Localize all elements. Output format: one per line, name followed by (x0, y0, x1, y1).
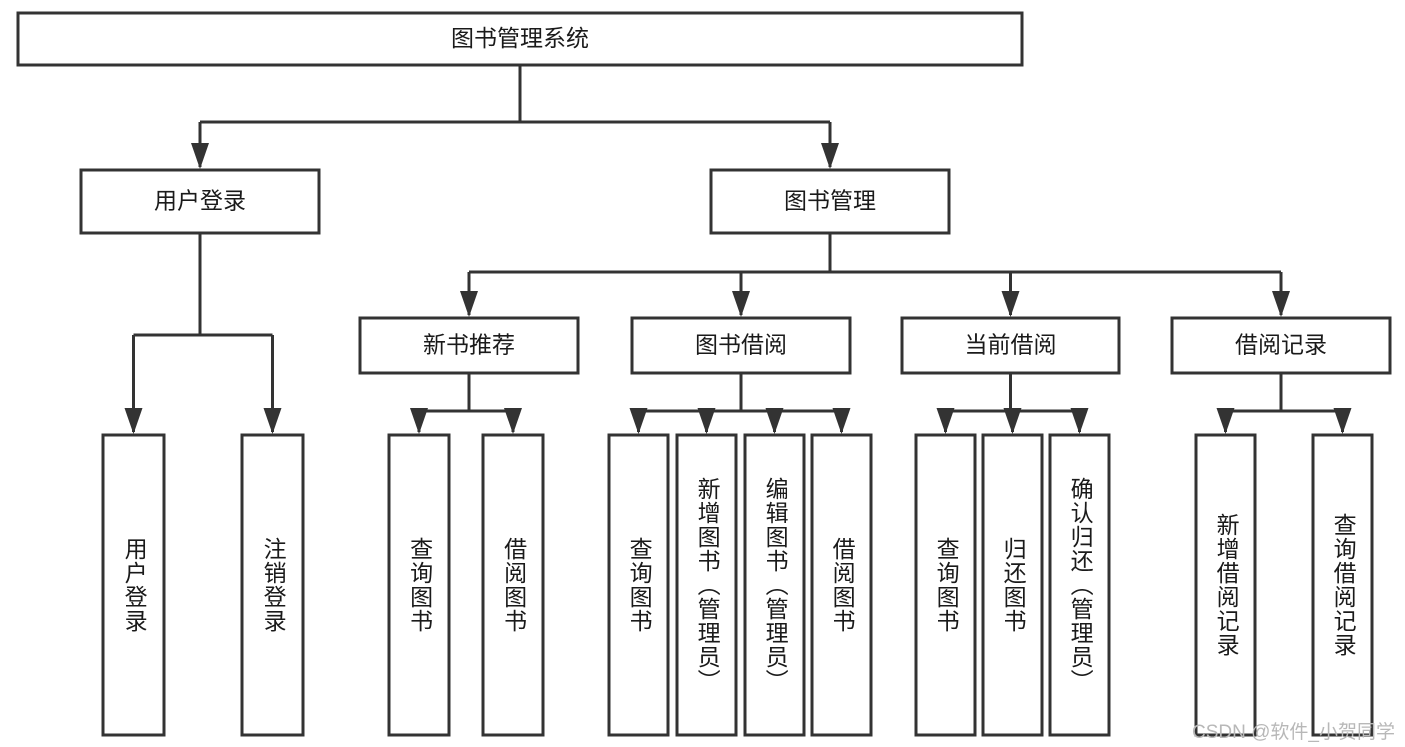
box-layer (16, 11, 1392, 737)
connector-layer (124, 65, 1352, 434)
node-root[interactable] (16, 11, 1024, 67)
csdn-watermark: CSDN @软件_小贺同学 (1192, 722, 1395, 743)
node-level2-1[interactable] (709, 168, 951, 235)
node-box-rect[interactable] (675, 433, 738, 737)
node-label-level3-0: 新书推荐 (423, 332, 515, 358)
arrow-head-icon (1272, 291, 1290, 317)
node-box-rect[interactable] (981, 433, 1044, 737)
node-box-rect[interactable] (914, 433, 977, 737)
node-box-rect[interactable] (1048, 433, 1111, 737)
arrow-head-icon (460, 291, 478, 317)
arrow-head-icon (504, 408, 522, 434)
node-leaf-8[interactable] (914, 433, 977, 737)
arrow-head-icon (263, 408, 282, 434)
arrow-head-icon (821, 143, 839, 169)
arrow-head-icon (936, 408, 955, 434)
node-box-rect[interactable] (387, 433, 451, 737)
node-level3-3[interactable] (1170, 316, 1392, 375)
node-box-rect[interactable] (810, 433, 873, 737)
node-box-rect[interactable] (1170, 316, 1392, 375)
node-leaf-0[interactable] (101, 433, 166, 737)
arrow-head-icon (732, 291, 750, 317)
node-label-level2-1: 图书管理 (784, 188, 876, 214)
node-box-rect[interactable] (1311, 433, 1374, 737)
node-box-rect[interactable] (240, 433, 305, 737)
node-level2-0[interactable] (79, 168, 321, 235)
node-leaf-11[interactable] (1194, 433, 1257, 737)
arrow-head-icon (1070, 408, 1089, 434)
node-label-level3-1: 图书借阅 (695, 332, 787, 358)
node-box-rect[interactable] (709, 168, 951, 235)
node-box-rect[interactable] (101, 433, 166, 737)
node-label-level3-3: 借阅记录 (1235, 332, 1327, 358)
node-leaf-2[interactable] (387, 433, 451, 737)
node-box-rect[interactable] (481, 433, 545, 737)
arrow-head-icon (765, 408, 784, 434)
node-leaf-10[interactable] (1048, 433, 1111, 737)
node-leaf-7[interactable] (810, 433, 873, 737)
node-leaf-6[interactable] (743, 433, 806, 737)
node-leaf-9[interactable] (981, 433, 1044, 737)
node-box-rect[interactable] (1194, 433, 1257, 737)
node-label-root: 图书管理系统 (451, 25, 589, 51)
node-level3-0[interactable] (358, 316, 580, 375)
node-box-rect[interactable] (16, 11, 1024, 67)
arrow-head-icon (124, 408, 143, 434)
node-leaf-3[interactable] (481, 433, 545, 737)
node-level3-2[interactable] (900, 316, 1121, 375)
arrow-head-icon (1333, 408, 1352, 434)
node-level3-1[interactable] (630, 316, 852, 375)
node-box-rect[interactable] (900, 316, 1121, 375)
arrow-head-icon (1003, 408, 1022, 434)
node-box-rect[interactable] (79, 168, 321, 235)
node-leaf-12[interactable] (1311, 433, 1374, 737)
arrow-head-icon (191, 143, 209, 169)
arrow-head-icon (832, 408, 851, 434)
arrow-head-icon (410, 408, 428, 434)
node-leaf-4[interactable] (607, 433, 670, 737)
node-box-rect[interactable] (630, 316, 852, 375)
node-leaf-1[interactable] (240, 433, 305, 737)
arrow-head-icon (1216, 408, 1235, 434)
node-box-rect[interactable] (358, 316, 580, 375)
node-box-rect[interactable] (607, 433, 670, 737)
node-label-level2-0: 用户登录 (154, 188, 246, 214)
arrow-head-icon (629, 408, 648, 434)
node-box-rect[interactable] (743, 433, 806, 737)
arrow-head-icon (1001, 291, 1020, 317)
node-label-level3-2: 当前借阅 (965, 332, 1057, 358)
node-leaf-5[interactable] (675, 433, 738, 737)
arrow-head-icon (697, 408, 716, 434)
